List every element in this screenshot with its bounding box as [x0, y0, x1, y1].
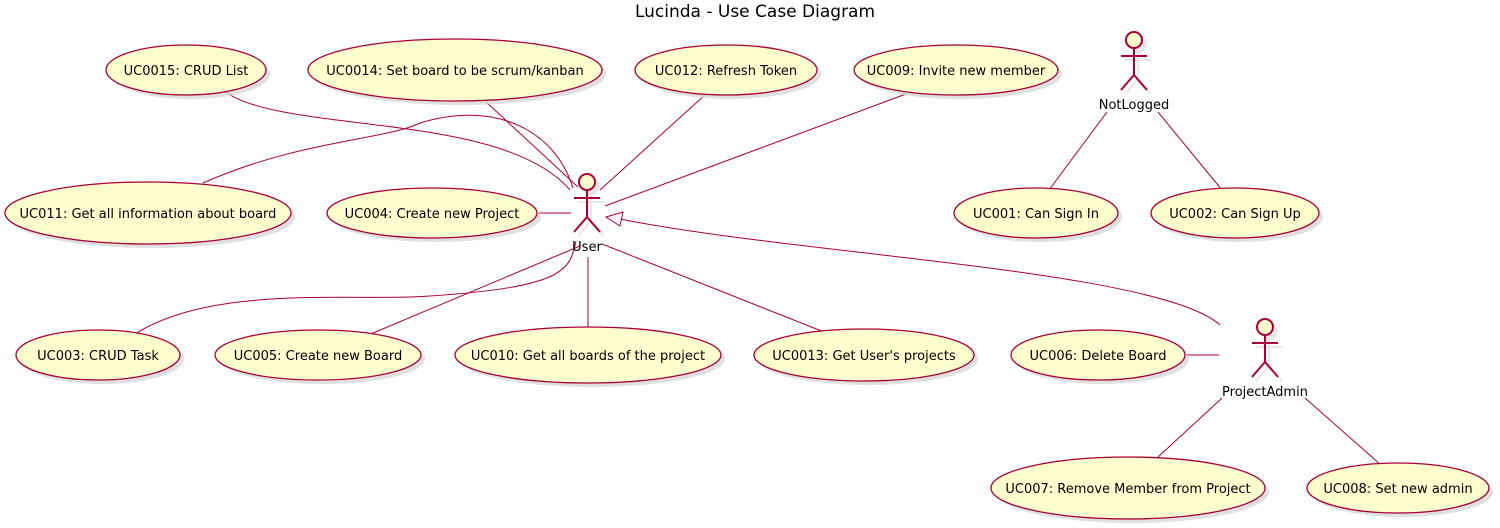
- use-case-uc0014: UC0014: Set board to be scrum/kanban: [307, 38, 606, 105]
- actor-head: [1125, 31, 1143, 49]
- use-case-uc0013: UC0013: Get User's projects: [753, 328, 978, 385]
- association-user-uc0014: [484, 100, 579, 188]
- association-user-uc003: [131, 240, 577, 337]
- use-case-ellipse: [214, 329, 422, 381]
- use-case-ellipse: [454, 326, 722, 384]
- actor-figure: [1120, 48, 1148, 91]
- use-case-uc002: UC002: Can Sign Up: [1150, 187, 1323, 242]
- use-case-uc010: UC010: Get all boards of the project: [454, 326, 725, 387]
- use-case-uc011: UC011: Get all information about board: [4, 181, 295, 248]
- use-case-ellipse: [990, 456, 1266, 520]
- use-case-label: UC001: Can Sign In: [973, 207, 1099, 222]
- use-case-label: UC008: Set new admin: [1323, 482, 1472, 497]
- use-case-label: UC011: Get all information about board: [20, 207, 277, 222]
- use-case-uc004: UC004: Create new Project: [326, 187, 541, 242]
- association-user-uc009: [604, 93, 907, 207]
- use-case-uc007: UC007: Remove Member from Project: [990, 456, 1269, 523]
- association-notlogged-uc001: [1048, 111, 1108, 191]
- actor-user: User: [572, 173, 605, 255]
- use-case-ellipse: [853, 44, 1059, 96]
- use-case-ellipse: [326, 187, 538, 239]
- use-case-uc009: UC009: Invite new member: [853, 44, 1062, 99]
- association-user-uc011: [202, 114, 574, 189]
- use-case-label: UC006: Delete Board: [1030, 349, 1167, 364]
- actor-figure: [1251, 335, 1279, 378]
- use-case-uc006: UC006: Delete Board: [1010, 329, 1189, 384]
- use-case-label: UC0014: Set board to be scrum/kanban: [326, 64, 583, 79]
- use-case-label: UC003: CRUD Task: [37, 349, 159, 364]
- use-case-label: UC007: Remove Member from Project: [1005, 482, 1250, 497]
- use-case-uc003: UC003: CRUD Task: [15, 329, 184, 384]
- use-case-label: UC0013: Get User's projects: [772, 349, 956, 364]
- use-case-ellipse: [1306, 462, 1490, 514]
- actor-head: [1256, 318, 1274, 336]
- use-case-uc001: UC001: Can Sign In: [953, 187, 1122, 242]
- association-user-uc0015: [222, 89, 571, 191]
- use-case-ellipse: [753, 328, 975, 382]
- use-case-ellipse: [15, 329, 181, 381]
- use-case-ellipse: [953, 187, 1119, 239]
- actor-label: NotLogged: [1099, 98, 1170, 113]
- use-case-uc005: UC005: Create new Board: [214, 329, 425, 384]
- use-case-label: UC012: Refresh Token: [655, 64, 797, 79]
- use-case-label: UC002: Can Sign Up: [1169, 207, 1301, 222]
- association-user-uc005: [365, 245, 581, 337]
- association-user-uc0013: [601, 243, 825, 333]
- use-case-label: UC0015: CRUD List: [124, 64, 249, 79]
- use-case-label: UC005: Create new Board: [234, 349, 402, 364]
- actor-label: ProjectAdmin: [1222, 385, 1308, 400]
- use-case-ellipse: [105, 44, 267, 96]
- use-case-ellipse: [1010, 329, 1186, 381]
- association-projectadmin-uc007: [1156, 397, 1223, 459]
- actor-label: User: [572, 240, 602, 255]
- association-projectadmin-uc008: [1304, 397, 1382, 466]
- diagram-title: Lucinda - Use Case Diagram: [635, 2, 875, 22]
- use-case-ellipse: [1150, 187, 1320, 239]
- association-notlogged-uc002: [1157, 111, 1223, 191]
- use-case-uc012: UC012: Refresh Token: [634, 44, 821, 99]
- use-case-ellipse: [4, 181, 292, 245]
- edges-layer: [131, 89, 1382, 466]
- association-user-uc012: [599, 93, 707, 191]
- actor-notlogged: NotLogged: [1099, 31, 1170, 113]
- use-case-uc008: UC008: Set new admin: [1306, 462, 1493, 517]
- use-case-ellipse: [307, 38, 603, 102]
- use-case-ellipse: [634, 44, 818, 96]
- use-case-label: UC010: Get all boards of the project: [471, 349, 705, 364]
- actor-head: [578, 173, 596, 191]
- generalization-arrowhead: [604, 211, 624, 227]
- use-case-uc0015: UC0015: CRUD List: [105, 44, 270, 99]
- use-cases-layer: UC0015: CRUD List UC0014: Set board to be…: [4, 38, 1493, 523]
- actor-figure: [573, 190, 601, 233]
- use-case-label: UC009: Invite new member: [867, 64, 1046, 79]
- generalization-projectadmin-user: [619, 218, 1221, 326]
- actor-projectadmin: ProjectAdmin: [1222, 318, 1308, 400]
- use-case-label: UC004: Create new Project: [345, 207, 520, 222]
